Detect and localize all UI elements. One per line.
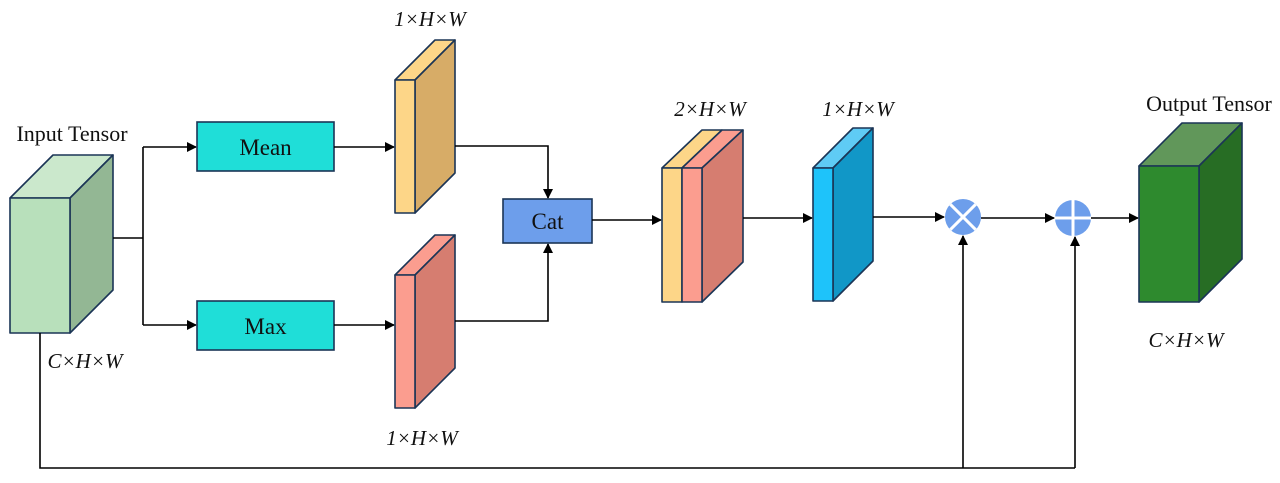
output-tensor <box>1138 122 1243 303</box>
cat-box: Cat <box>502 198 593 244</box>
edge-skip-bottom <box>39 333 1075 469</box>
input-tensor-front-face <box>9 197 71 334</box>
input-tensor <box>9 154 114 334</box>
output-tensor-dims: C×H×W <box>1148 328 1226 352</box>
concat-yellow-front-face <box>661 167 683 303</box>
attention-map <box>812 127 874 302</box>
max-label: Max <box>244 314 287 339</box>
mean-box: Mean <box>196 121 335 172</box>
concat-red-front-face <box>681 167 703 303</box>
output-tensor-front-face <box>1138 165 1200 303</box>
edge-mean-to-cat <box>455 145 553 199</box>
cat-label: Cat <box>532 209 565 234</box>
mean-map-front-face <box>394 79 416 214</box>
branch-edges <box>113 142 197 330</box>
input-tensor-title: Input Tensor <box>16 121 128 146</box>
cat-box-rect <box>502 198 593 244</box>
add-node <box>1055 200 1091 236</box>
concat-map-dims: 2×H×W <box>674 97 748 121</box>
max-map-front-face <box>394 274 416 409</box>
input-tensor-dims: C×H×W <box>47 349 125 373</box>
attention-map-front-face <box>812 167 834 302</box>
max-feature-map <box>394 234 456 409</box>
mean-label: Mean <box>239 135 292 160</box>
mean-feature-map <box>394 39 456 214</box>
max-map-dims: 1×H×W <box>386 426 460 450</box>
output-tensor-title: Output Tensor <box>1146 91 1272 116</box>
attention-map-dims: 1×H×W <box>822 97 896 121</box>
max-box: Max <box>196 300 335 351</box>
multiply-node <box>945 199 981 235</box>
mean-map-dims: 1×H×W <box>394 7 468 31</box>
concat-feature-map <box>661 129 744 303</box>
edge-max-to-cat <box>455 243 553 322</box>
mean-box-rect <box>196 121 335 172</box>
